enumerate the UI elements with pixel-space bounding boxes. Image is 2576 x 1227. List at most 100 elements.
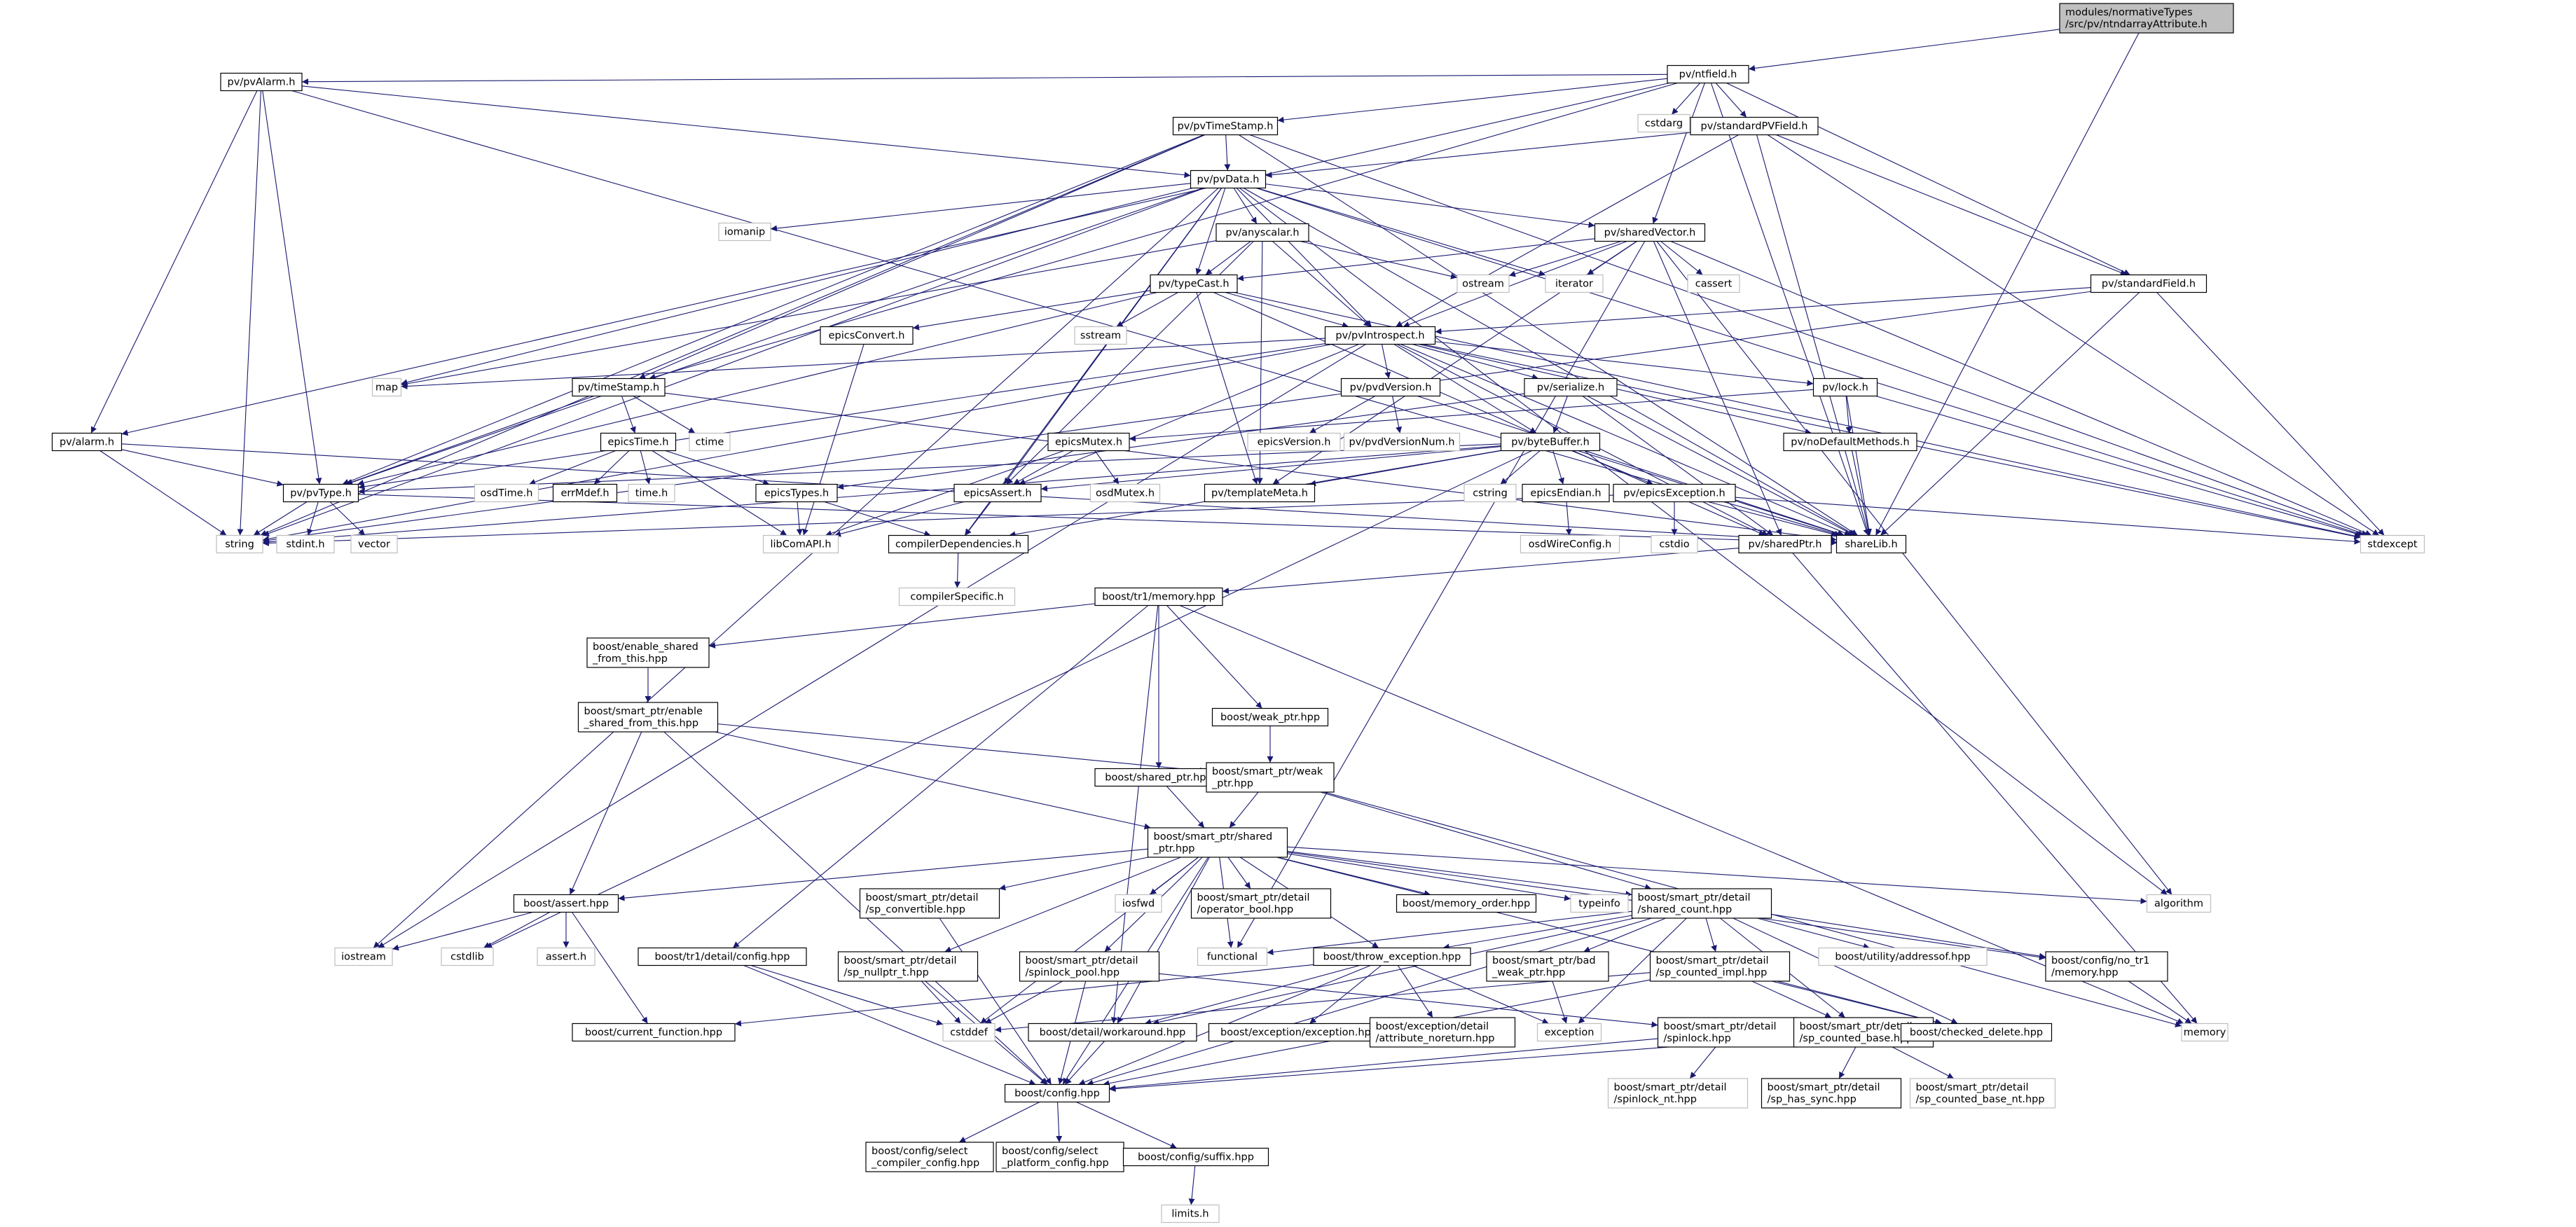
node-string[interactable]: string xyxy=(216,534,263,554)
node-badWeakPtr[interactable]: boost/smart_ptr/bad_weak_ptr.hpp xyxy=(1486,951,1609,982)
node-timeStamp[interactable]: pv/timeStamp.h xyxy=(572,377,666,397)
node-boostConfig[interactable]: boost/config.hpp xyxy=(1004,1083,1110,1103)
node-spCountedImpl[interactable]: boost/smart_ptr/detail/sp_counted_impl.h… xyxy=(1649,951,1791,982)
node-cstring[interactable]: cstring xyxy=(1463,483,1517,503)
node-workaround[interactable]: boost/detail/workaround.hpp xyxy=(1028,1022,1197,1042)
node-epicsTime[interactable]: epicsTime.h xyxy=(600,432,677,452)
node-sharedPtr[interactable]: pv/sharedPtr.h xyxy=(1738,534,1832,554)
node-exceptionException[interactable]: boost/exception/exception.hpp xyxy=(1208,1022,1390,1042)
node-operatorBool[interactable]: boost/smart_ptr/detail/operator_bool.hpp xyxy=(1190,888,1332,919)
node-ctime[interactable]: ctime xyxy=(689,432,731,452)
node-currentFunction[interactable]: boost/current_function.hpp xyxy=(572,1022,736,1042)
node-spEnableShared[interactable]: boost/smart_ptr/enable_shared_from_this.… xyxy=(577,702,719,733)
node-root[interactable]: modules/normativeTypes/src/pv/ntndarrayA… xyxy=(2059,3,2234,34)
node-compilerSpecific[interactable]: compilerSpecific.h xyxy=(898,587,1016,606)
node-epicsAssert[interactable]: epicsAssert.h xyxy=(953,483,1042,503)
node-memory[interactable]: memory xyxy=(2181,1022,2229,1042)
node-cstdlib[interactable]: cstdlib xyxy=(441,947,494,966)
node-osdWireConfig[interactable]: osdWireConfig.h xyxy=(1520,534,1620,554)
node-boostAssert[interactable]: boost/assert.hpp xyxy=(513,894,619,913)
node-osdMutex[interactable]: osdMutex.h xyxy=(1089,483,1161,503)
node-epicsVersion[interactable]: epicsVersion.h xyxy=(1247,432,1341,452)
node-standardPVField[interactable]: pv/standardPVField.h xyxy=(1690,116,1819,136)
node-spNullptr[interactable]: boost/smart_ptr/detail/sp_nullptr_t.hpp xyxy=(837,951,979,982)
node-pvdVersion[interactable]: pv/pvdVersion.h xyxy=(1340,377,1441,397)
node-sharedCount[interactable]: boost/smart_ptr/detail/shared_count.hpp xyxy=(1631,888,1772,919)
node-functional[interactable]: functional xyxy=(1197,947,1268,966)
node-spSharedPtr[interactable]: boost/smart_ptr/shared_ptr.hpp xyxy=(1147,827,1288,858)
node-suffix[interactable]: boost/config/suffix.hpp xyxy=(1122,1147,1269,1167)
node-cassert[interactable]: cassert xyxy=(1687,274,1740,293)
node-pvAnyscalar[interactable]: pv/anyscalar.h xyxy=(1215,223,1309,242)
node-sharedVector[interactable]: pv/sharedVector.h xyxy=(1594,223,1706,242)
node-osdTime[interactable]: osdTime.h xyxy=(474,483,539,503)
node-noDefaultMethods[interactable]: pv/noDefaultMethods.h xyxy=(1783,432,1917,452)
node-compilerDependencies[interactable]: compilerDependencies.h xyxy=(888,534,1029,554)
node-stdint[interactable]: stdint.h xyxy=(276,534,335,554)
node-cstdarg[interactable]: cstdarg xyxy=(1637,113,1690,133)
node-iostream[interactable]: iostream xyxy=(334,947,393,966)
node-enableShared[interactable]: boost/enable_shared_from_this.hpp xyxy=(586,637,710,668)
node-ntfield[interactable]: pv/ntfield.h xyxy=(1667,64,1749,84)
node-pvTimeStamp[interactable]: pv/pvTimeStamp.h xyxy=(1172,116,1279,136)
node-ostream[interactable]: ostream xyxy=(1456,274,1510,293)
node-lock[interactable]: pv/lock.h xyxy=(1812,377,1878,397)
node-label: pv/lock.h xyxy=(1822,382,1868,394)
node-stdexcept[interactable]: stdexcept xyxy=(2360,534,2425,554)
node-errMdef[interactable]: errMdef.h xyxy=(552,483,618,503)
node-spinlockPool[interactable]: boost/smart_ptr/detail/spinlock_pool.hpp xyxy=(1019,951,1160,982)
node-addressof[interactable]: boost/utility/addressof.hpp xyxy=(1818,947,1988,966)
node-spHasSync[interactable]: boost/smart_ptr/detail/sp_has_sync.hpp xyxy=(1761,1078,1902,1109)
node-epicsMutex[interactable]: epicsMutex.h xyxy=(1047,432,1130,452)
node-templateMeta[interactable]: pv/templateMeta.h xyxy=(1204,483,1316,503)
node-byteBuffer[interactable]: pv/byteBuffer.h xyxy=(1500,432,1601,452)
node-selectCompiler[interactable]: boost/config/select_compiler_config.hpp xyxy=(865,1142,994,1172)
node-tr1memory[interactable]: boost/tr1/memory.hpp xyxy=(1094,587,1223,606)
node-cstdio[interactable]: cstdio xyxy=(1651,534,1698,554)
node-shareLib[interactable]: shareLib.h xyxy=(1835,534,1907,554)
node-libComAPI[interactable]: libComAPI.h xyxy=(762,534,839,554)
node-spConvertible[interactable]: boost/smart_ptr/detail/sp_convertible.hp… xyxy=(859,888,1000,919)
node-tr1config[interactable]: boost/tr1/detail/config.hpp xyxy=(638,947,807,966)
node-iomanip[interactable]: iomanip xyxy=(718,222,771,242)
node-noTr1Memory[interactable]: boost/config/no_tr1/memory.hpp xyxy=(2045,951,2168,982)
node-sstream[interactable]: sstream xyxy=(1074,326,1127,345)
node-spinlock[interactable]: boost/smart_ptr/detail/spinlock.hpp xyxy=(1657,1017,1798,1048)
edge-spSharedPtr-to-memoryOrder xyxy=(1277,857,1431,896)
node-selectPlatform[interactable]: boost/config/select_platform_config.hpp xyxy=(996,1142,1124,1172)
node-epicsEndian[interactable]: epicsEndian.h xyxy=(1522,483,1610,503)
node-sharedPtrHpp[interactable]: boost/shared_ptr.hpp xyxy=(1094,768,1223,787)
node-timeh[interactable]: time.h xyxy=(628,483,675,503)
node-serialize[interactable]: pv/serialize.h xyxy=(1524,377,1618,397)
node-weakPtr[interactable]: boost/weak_ptr.hpp xyxy=(1211,707,1329,727)
node-algorithm[interactable]: algorithm xyxy=(2146,894,2212,913)
node-alarm[interactable]: pv/alarm.h xyxy=(51,432,123,452)
node-epicsTypes[interactable]: epicsTypes.h xyxy=(755,483,838,503)
node-attrNoreturn[interactable]: boost/exception/detail/attribute_noretur… xyxy=(1369,1017,1516,1048)
node-pvAlarm[interactable]: pv/pvAlarm.h xyxy=(220,72,303,92)
node-iosfwd[interactable]: iosfwd xyxy=(1115,894,1162,913)
node-throwException[interactable]: boost/throw_exception.hpp xyxy=(1313,947,1471,966)
node-typeCast[interactable]: pv/typeCast.h xyxy=(1150,274,1238,293)
node-memoryOrder[interactable]: boost/memory_order.hpp xyxy=(1396,894,1537,913)
node-standardField[interactable]: pv/standardField.h xyxy=(2090,274,2207,293)
node-epicsConvert[interactable]: epicsConvert.h xyxy=(820,326,914,345)
node-pvdVersionNum[interactable]: pv/pvdVersionNum.h xyxy=(1343,432,1461,452)
node-label: /memory.hpp xyxy=(2051,967,2119,978)
node-exception[interactable]: exception xyxy=(1536,1022,1602,1042)
node-epicsException[interactable]: pv/epicsException.h xyxy=(1613,483,1736,503)
node-map[interactable]: map xyxy=(371,377,402,397)
node-spWeakPtr[interactable]: boost/smart_ptr/weak_ptr.hpp xyxy=(1206,762,1335,793)
node-asserth[interactable]: assert.h xyxy=(537,947,595,966)
node-limits[interactable]: limits.h xyxy=(1161,1204,1220,1223)
node-pvType[interactable]: pv/pvType.h xyxy=(282,483,359,503)
node-pvIntrospect[interactable]: pv/pvIntrospect.h xyxy=(1324,326,1436,345)
node-cstddef[interactable]: cstddef xyxy=(942,1022,996,1042)
node-typeinfo[interactable]: typeinfo xyxy=(1570,894,1629,913)
node-checkedDelete[interactable]: boost/checked_delete.hpp xyxy=(1900,1022,2053,1042)
node-spCountedBaseNt[interactable]: boost/smart_ptr/detail/sp_counted_base_n… xyxy=(1909,1078,2056,1109)
node-vector[interactable]: vector xyxy=(350,534,398,554)
node-pvData[interactable]: pv/pvData.h xyxy=(1190,169,1267,189)
node-iterator[interactable]: iterator xyxy=(1545,274,1604,293)
node-spinlockNt[interactable]: boost/smart_ptr/detail/spinlock_nt.hpp xyxy=(1607,1078,1749,1109)
